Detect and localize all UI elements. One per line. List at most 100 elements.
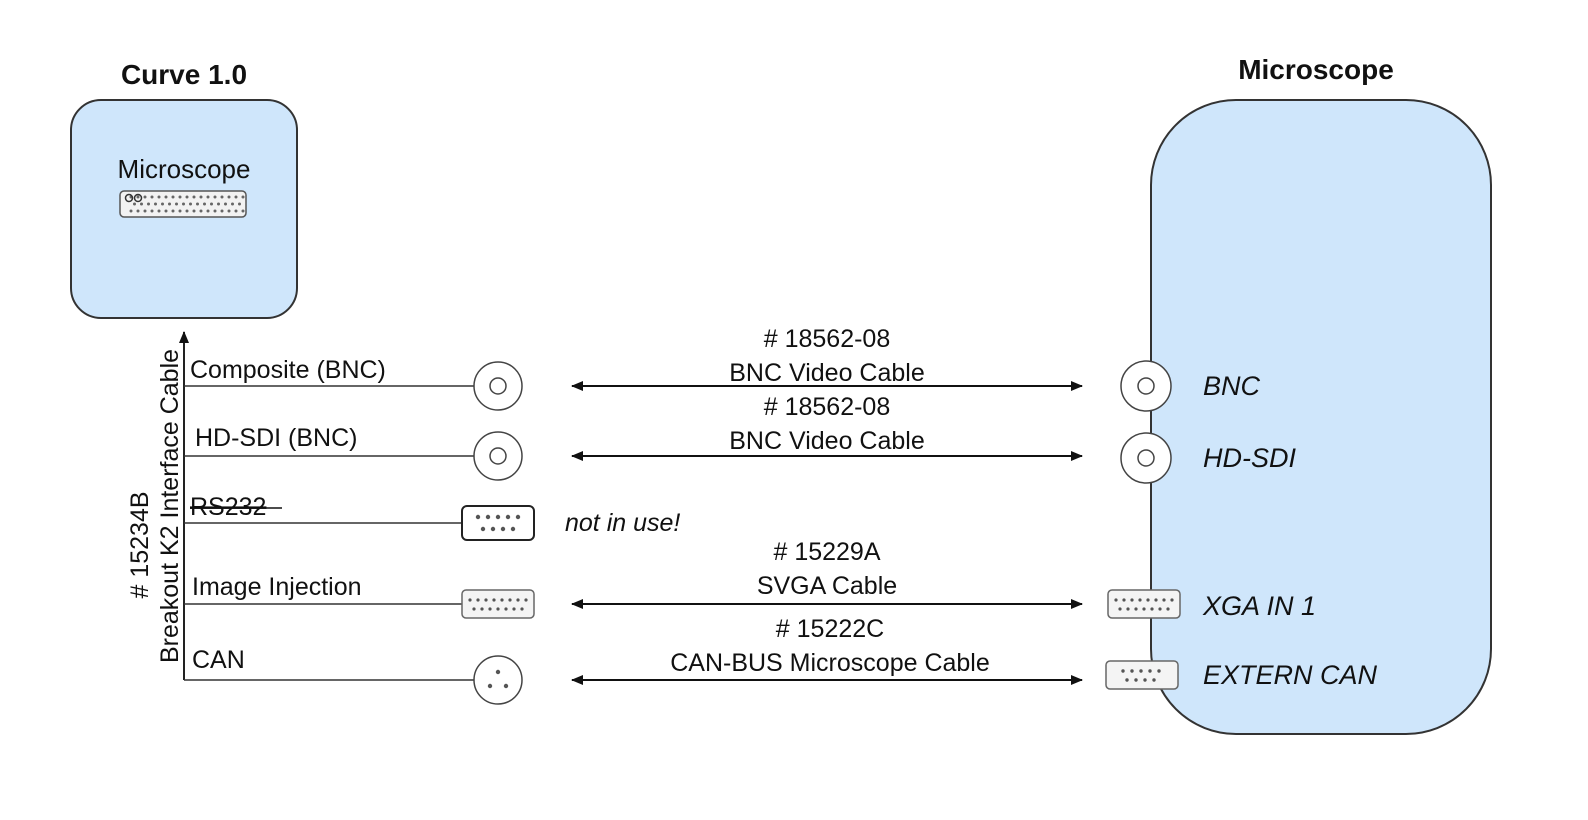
- connector-pin: [1146, 598, 1150, 602]
- connector-pin: [192, 195, 196, 199]
- connector-pin: [1126, 607, 1130, 611]
- connector-pin: [505, 514, 511, 520]
- connector-pin: [133, 202, 136, 206]
- connector-pin: [1130, 669, 1134, 673]
- connector-pin: [143, 209, 147, 213]
- connector-pin: [1152, 678, 1156, 682]
- connector-pin: [515, 514, 521, 520]
- connector-pin: [206, 195, 210, 199]
- output-can: CAN: [184, 646, 523, 705]
- connector-pin: [495, 514, 501, 520]
- din-connector-icon: [473, 655, 523, 705]
- output-label: CAN: [192, 646, 245, 674]
- breakout-cable-part-number: # 15234B: [126, 491, 154, 598]
- connector-pin: [492, 598, 496, 602]
- connector-pin: [199, 195, 203, 199]
- connector-pin: [524, 598, 528, 602]
- bnc-connector-icon: [473, 361, 523, 411]
- cable-can-bus: # 15222C CAN-BUS Microscope Cable: [571, 615, 1083, 685]
- connector-pin: [213, 195, 217, 199]
- connector-pin: [1142, 607, 1146, 611]
- connector-pin: [210, 202, 213, 206]
- connector-pin: [175, 202, 178, 206]
- connector-pin: [143, 195, 147, 199]
- connector-pin: [178, 195, 182, 199]
- connector-pin: [520, 607, 524, 611]
- connector-pin: [488, 607, 492, 611]
- connector-pin: [1143, 678, 1147, 682]
- connector-pin: [475, 514, 481, 520]
- output-label: RS232: [190, 493, 266, 521]
- connector-pin: [220, 209, 224, 213]
- port-label: HD-SDI: [1203, 443, 1296, 473]
- connector-pin: [164, 195, 168, 199]
- cable-part-number: # 18562-08: [764, 325, 891, 353]
- connector-pin: [480, 607, 484, 611]
- connector-pin: [476, 598, 480, 602]
- microscope-port-hd-sdi: HD-SDI: [1120, 432, 1296, 484]
- connector-pin: [1166, 607, 1170, 611]
- connector-pin: [136, 195, 140, 199]
- port-label: BNC: [1203, 371, 1261, 401]
- connector-pin: [150, 209, 154, 213]
- connector-pin: [1148, 669, 1152, 673]
- cable-part-number: # 18562-08: [764, 393, 891, 421]
- output-label: Composite (BNC): [190, 356, 386, 384]
- connector-pin: [485, 514, 491, 520]
- curve-device-title: Curve 1.0: [121, 59, 247, 90]
- connector-pin: [227, 209, 231, 213]
- curve-device: Curve 1.0 Microscope: [70, 59, 298, 319]
- connector-pin: [231, 202, 234, 206]
- connector-pin: [224, 202, 227, 206]
- connector-pin: [480, 526, 486, 532]
- connector-pin: [227, 195, 231, 199]
- connector-pin: [136, 209, 140, 213]
- bnc-connector-icon: [473, 431, 523, 481]
- rs232-note: not in use!: [565, 509, 680, 537]
- connector-pin: [178, 209, 182, 213]
- connector-pin: [1157, 669, 1161, 673]
- connector-pin: [1134, 607, 1138, 611]
- dsub-multipin-connector-icon: [119, 190, 247, 218]
- connector-pin: [199, 209, 203, 213]
- connector-pin: [203, 202, 206, 206]
- connector-pin: [241, 195, 245, 199]
- cable-bnc-video-1: # 18562-08 BNC Video Cable: [571, 325, 1083, 391]
- connector-pin: [490, 526, 496, 532]
- connector-pin: [168, 202, 171, 206]
- microscope-device-box: [1150, 99, 1492, 735]
- connector-pin: [472, 607, 476, 611]
- connector-pin: [1114, 598, 1118, 602]
- connector-pin: [500, 526, 506, 532]
- connector-pin: [516, 598, 520, 602]
- connector-pin: [171, 209, 175, 213]
- cable-part-number: # 15222C: [776, 615, 884, 643]
- connector-pin: [196, 202, 199, 206]
- db15-connector-icon: [1107, 589, 1181, 619]
- connector-pin: [1139, 669, 1143, 673]
- output-rs232: RS232: [184, 493, 535, 541]
- connector-pin: [508, 598, 512, 602]
- microscope-port-extern-can: EXTERN CAN: [1105, 660, 1378, 690]
- breakout-cable-name: Breakout K2 Interface Cable: [156, 349, 184, 663]
- cable-name: BNC Video Cable: [729, 427, 924, 455]
- connector-pin: [1118, 607, 1122, 611]
- connector-pin: [185, 209, 189, 213]
- cable-svga: # 15229A SVGA Cable: [571, 538, 1083, 609]
- connector-pin: [164, 209, 168, 213]
- connector-pin: [1121, 669, 1125, 673]
- db9-connector-icon: [461, 505, 535, 541]
- output-hd-sdi: HD-SDI (BNC): [184, 424, 523, 481]
- connector-pin: [185, 195, 189, 199]
- output-label: Image Injection: [192, 573, 362, 601]
- cable-name: CAN-BUS Microscope Cable: [670, 649, 990, 677]
- microscope-port-xga: XGA IN 1: [1107, 589, 1316, 621]
- connector-pin: [234, 209, 238, 213]
- connector-pin: [1125, 678, 1129, 682]
- connector-pin: [161, 202, 164, 206]
- connector-pin: [510, 526, 516, 532]
- connector-pin: [1134, 678, 1138, 682]
- connector-pin: [189, 202, 192, 206]
- connector-pin: [206, 209, 210, 213]
- cable-bnc-video-2: # 18562-08 BNC Video Cable: [571, 393, 1083, 461]
